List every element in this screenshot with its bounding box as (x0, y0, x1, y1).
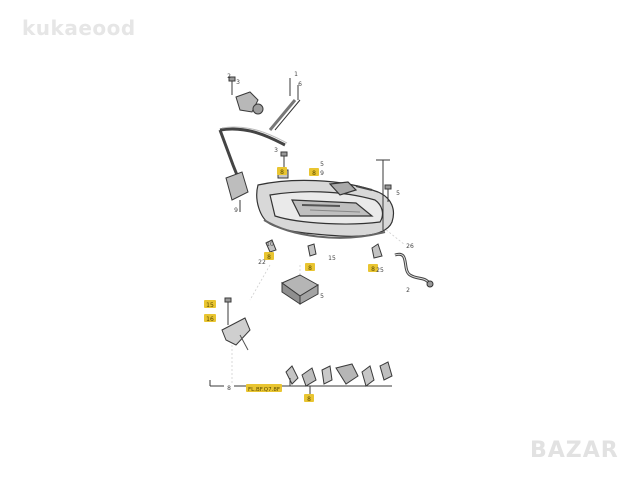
callout-badge (368, 264, 378, 272)
wiring-hose (394, 252, 434, 288)
callout-badge (277, 167, 287, 175)
part-label: 5 (320, 161, 324, 168)
mounting-bracket (221, 297, 251, 351)
part-label: 9 (320, 170, 324, 177)
part-label: 22 (258, 259, 266, 266)
label-group: 2 3 1 6 3 5 9 5 10 15 22 26 25 2 5 9 (227, 71, 414, 300)
callout-label: 8 (307, 396, 311, 403)
callout-part-number (246, 384, 282, 392)
part-label: 2 (406, 287, 410, 294)
adjuster-rod (268, 78, 301, 131)
dimension-bracket (376, 159, 390, 230)
part-label: 3 (274, 147, 278, 154)
callout-label: 8 (280, 169, 284, 176)
part-label: 2 (227, 73, 231, 80)
callout-badge (204, 314, 216, 322)
part-label: 3 (236, 79, 240, 86)
part-label: 15 (328, 255, 336, 262)
adjuster-motor (235, 91, 264, 115)
callout-label: 8 (308, 265, 312, 272)
watermark-top-left: kukaeood (22, 16, 136, 40)
callout-badge (309, 168, 319, 176)
small-parts-row (285, 361, 393, 387)
callout-group: 8 8 8 8 8 8 15 16 8 FL.BF.Q7.8F (204, 167, 378, 403)
part-label: 5 (396, 190, 400, 197)
screw-right (384, 184, 392, 202)
part-label: 5 (320, 293, 324, 300)
callout-badge (305, 263, 315, 271)
callout-label: 8 (312, 170, 316, 177)
part-label: 9 (234, 207, 238, 214)
part-label: 25 (376, 267, 384, 274)
callout-badge (304, 394, 314, 402)
callout-badge (224, 383, 234, 391)
callout-badge (264, 252, 274, 260)
part-label: 6 (298, 81, 302, 88)
callout-label: 15 (206, 302, 214, 309)
callout-label: 8 (371, 266, 375, 273)
screw-top (228, 76, 236, 95)
clips (265, 239, 383, 259)
callout-label: 8 (267, 254, 271, 261)
callout-label: FL.BF.Q7.8F (248, 387, 280, 393)
ballast-unit (281, 274, 319, 305)
part-label: 1 (294, 71, 298, 78)
watermark-bottom-right: BAZAR (530, 438, 619, 463)
control-module (225, 171, 249, 212)
callout-label: 16 (206, 316, 214, 323)
headlight-housing (256, 179, 395, 239)
callout-badge (204, 300, 216, 308)
callout-label: 8 (227, 385, 231, 392)
part-label: 26 (406, 243, 414, 250)
baseline-bracket (209, 378, 392, 394)
part-label: 10 (266, 241, 274, 248)
